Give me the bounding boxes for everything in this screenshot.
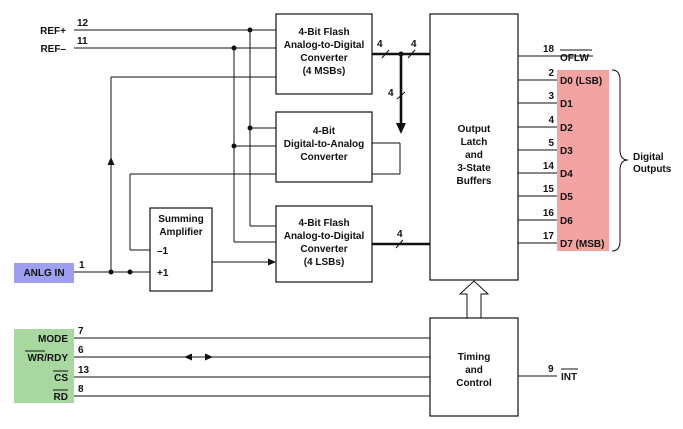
timing-line-2: and — [465, 365, 483, 376]
latch-line-5: Buffers — [456, 176, 491, 187]
d4-label: D4 — [560, 169, 573, 180]
dac-block: 4-Bit Digital-to-Analog Converter — [275, 111, 373, 183]
d3-pin: 5 — [548, 138, 554, 149]
dac-line-3: Converter — [300, 152, 347, 163]
cs-pin: 13 — [78, 365, 90, 376]
flash-msb-line-4: (4 MSBs) — [303, 66, 346, 77]
d5-pin: 15 — [543, 184, 555, 195]
timing-control-block: Timing and Control — [429, 317, 519, 417]
flash-lsb-line-1: 4-Bit Flash — [298, 218, 349, 229]
d0-pin: 2 — [548, 68, 554, 79]
bus-width-lsb: 4 — [397, 229, 403, 240]
amp-minus-input: –1 — [157, 246, 169, 257]
data-output-highlight — [557, 70, 609, 251]
data-output-pins: 2 D0 (LSB) 3 D1 4 D2 5 D3 14 D4 15 D5 16… — [543, 68, 605, 250]
output-latch-block: Output Latch and 3-State Buffers — [429, 13, 519, 281]
bus-width-msb-a: 4 — [377, 39, 383, 50]
d3-label: D3 — [560, 146, 573, 157]
flash-lsb-line-4: (4 LSBs) — [304, 257, 345, 268]
control-arrow — [458, 280, 490, 318]
flash-msb-line-1: 4-Bit Flash — [298, 27, 349, 38]
digital-outputs-line-2: Outputs — [633, 164, 672, 175]
ref-minus-label: REF– — [40, 44, 66, 55]
latch-line-2: Latch — [461, 137, 488, 148]
d7-pin: 17 — [543, 231, 555, 242]
summing-line-2: Amplifier — [159, 227, 202, 238]
timing-line-3: Control — [456, 378, 492, 389]
wr-rdy-label: WR/RDY — [27, 353, 68, 364]
bus-width-labels: 4 4 4 4 — [377, 39, 417, 240]
mode-pin: 7 — [78, 326, 84, 337]
ref-plus-label: REF+ — [40, 26, 66, 37]
latch-line-4: 3-State — [457, 163, 491, 174]
d2-pin: 4 — [548, 115, 554, 126]
bus-width-msb-b: 4 — [411, 39, 417, 50]
flash-lsb-line-3: Converter — [300, 244, 347, 255]
mode-label: MODE — [38, 334, 68, 345]
int-pin: 9 — [548, 364, 554, 375]
cs-label: CS — [54, 373, 68, 384]
oflw-label: OFLW — [560, 53, 589, 64]
latch-line-1: Output — [458, 124, 491, 135]
digital-outputs-label: Digital Outputs — [633, 152, 672, 175]
summing-line-1: Summing — [158, 214, 204, 225]
analog-input-highlight — [14, 263, 74, 283]
flash-msb-line-3: Converter — [300, 53, 347, 64]
status-pins: 18 OFLW 9 INT — [543, 44, 592, 383]
input-pins: REF+ 12 REF– 11 ANLG IN 1 — [23, 18, 88, 279]
dac-line-1: 4-Bit — [313, 126, 336, 137]
digital-outputs-line-1: Digital — [633, 152, 664, 163]
d0-label: D0 (LSB) — [560, 76, 602, 87]
timing-line-1: Timing — [458, 352, 491, 363]
ref-minus-pin: 11 — [77, 36, 88, 47]
anlg-in-pin: 1 — [79, 260, 85, 271]
junction-dots — [108, 27, 404, 275]
control-pins: MODE 7 WR/RDY 6 CS 13 RD 8 — [25, 326, 90, 403]
d4-pin: 14 — [543, 161, 555, 172]
oflw-pin: 18 — [543, 44, 555, 55]
int-label: INT — [561, 372, 577, 383]
d1-pin: 3 — [548, 91, 554, 102]
latch-line-3: and — [465, 150, 483, 161]
data-buses — [372, 49, 430, 249]
summing-amplifier-block: Summing Amplifier –1 +1 — [149, 207, 213, 292]
d1-label: D1 — [560, 99, 573, 110]
d5-label: D5 — [560, 192, 573, 203]
bus-width-dac: 4 — [388, 88, 394, 99]
anlg-in-label: ANLG IN — [23, 268, 64, 279]
flash-adc-lsb-block: 4-Bit Flash Analog-to-Digital Converter … — [275, 205, 373, 283]
flash-lsb-line-2: Analog-to-Digital — [284, 231, 365, 242]
flash-adc-msb-block: 4-Bit Flash Analog-to-Digital Converter … — [275, 13, 373, 95]
wr-rdy-pin: 6 — [78, 345, 84, 356]
d6-pin: 16 — [543, 208, 555, 219]
rd-label: RD — [54, 392, 68, 403]
dac-line-2: Digital-to-Analog — [284, 139, 365, 150]
ref-plus-pin: 12 — [77, 18, 89, 29]
d6-label: D6 — [560, 216, 573, 227]
rd-pin: 8 — [78, 384, 84, 395]
d2-label: D2 — [560, 123, 573, 134]
control-pins-highlight — [14, 329, 74, 403]
amp-plus-input: +1 — [157, 268, 169, 279]
flash-msb-line-2: Analog-to-Digital — [284, 40, 365, 51]
d7-label: D7 (MSB) — [560, 239, 604, 250]
